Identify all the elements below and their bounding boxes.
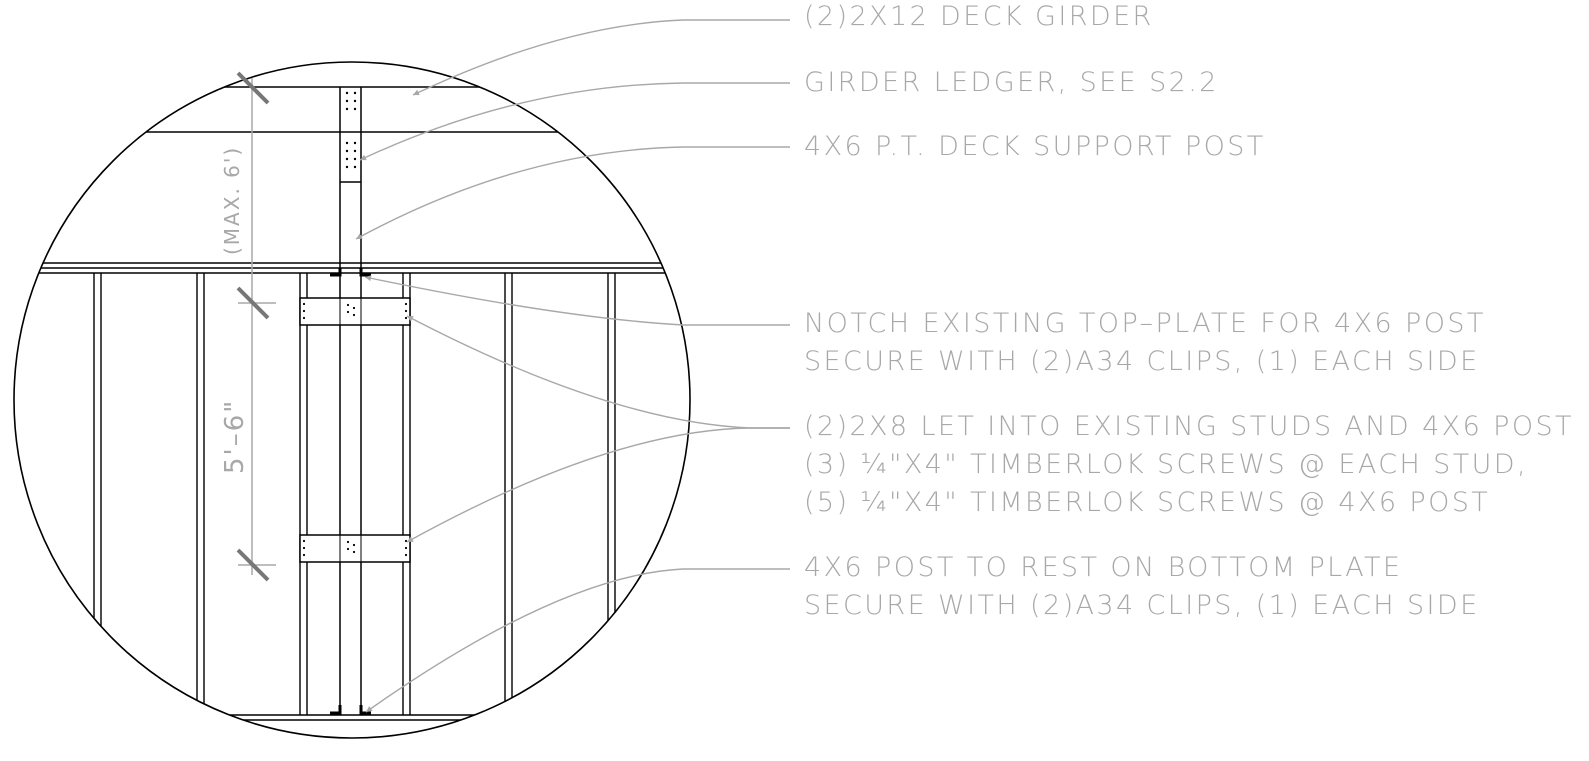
note-deck-support-post: 4X6 P.T. DECK SUPPORT POST xyxy=(804,131,1266,162)
dimension-line xyxy=(236,71,276,582)
top-a34-clips xyxy=(330,268,371,277)
leader-post xyxy=(355,146,790,240)
leader-letin-lower xyxy=(406,427,790,543)
note-post-bottom-plate: 4X6 POST TO REST ON BOTTOM PLATE SECURE … xyxy=(804,552,1480,621)
note-deck-girder: (2)2X12 DECK GIRDER xyxy=(804,1,1154,32)
lower-2x8-blocking xyxy=(299,534,411,563)
dim-tick-top xyxy=(236,71,270,105)
ledger-fasteners xyxy=(345,91,357,169)
note-notch-top-plate: NOTCH EXISTING TOP–PLATE FOR 4X6 POST SE… xyxy=(804,308,1486,377)
deck-support-post xyxy=(339,87,362,715)
bottom-a34-clips xyxy=(330,705,371,715)
leader-letin-upper xyxy=(406,315,790,429)
studs xyxy=(93,273,616,715)
detail-circle xyxy=(13,61,691,739)
leader-notch xyxy=(364,275,790,326)
leader-girder xyxy=(412,19,790,96)
dimension-main-label: 5'–6" xyxy=(220,398,250,474)
note-2x8-let-in: (2)2X8 LET INTO EXISTING STUDS AND 4X6 P… xyxy=(804,411,1574,518)
upper-2x8-blocking xyxy=(299,297,411,326)
dim-tick-bottom xyxy=(236,548,270,582)
leader-lines xyxy=(355,19,790,713)
note-girder-ledger: GIRDER LEDGER, SEE S2.2 xyxy=(804,67,1219,98)
leader-ledger xyxy=(359,82,790,161)
dimension-max-label: (MAX. 6') xyxy=(220,145,244,255)
leader-bottom xyxy=(365,568,790,713)
dim-tick-mid xyxy=(236,286,270,320)
